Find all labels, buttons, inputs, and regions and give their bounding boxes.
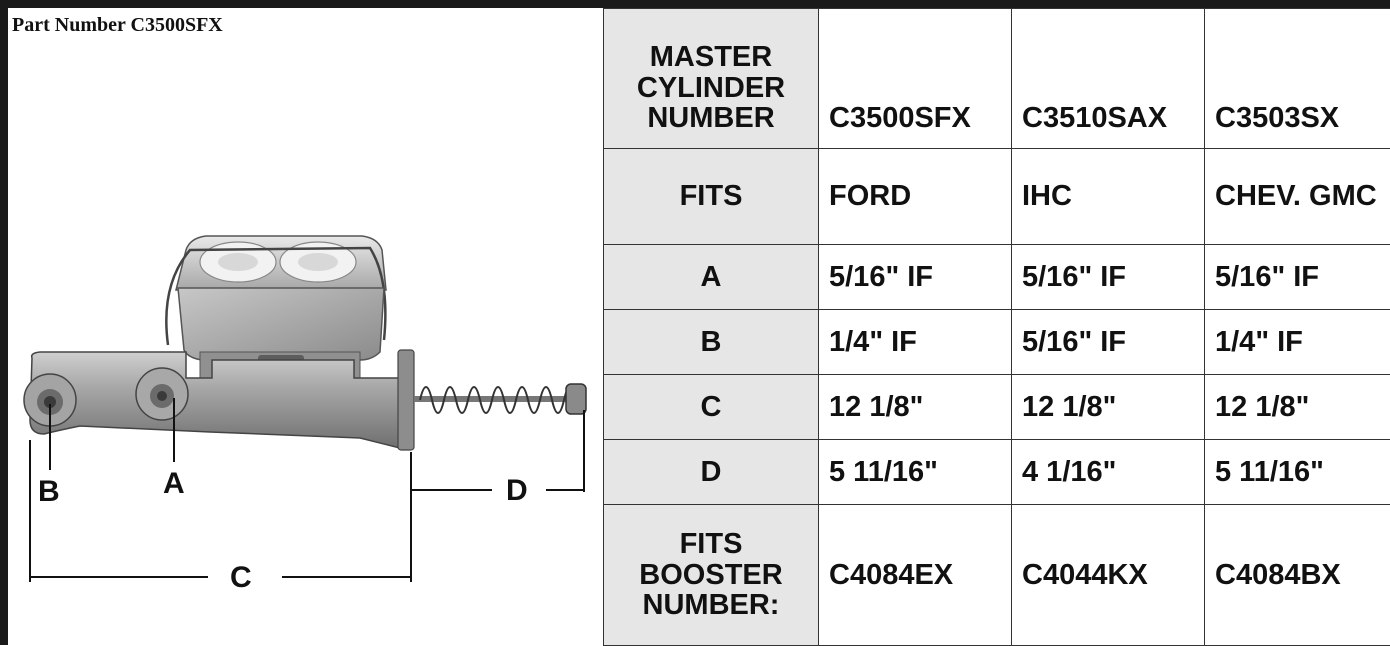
table-cell: 12 1/8" bbox=[819, 375, 1012, 440]
dimension-label-c: C bbox=[230, 563, 252, 593]
table-cell: C3503SX bbox=[1205, 9, 1390, 149]
master-cylinder-photo bbox=[24, 236, 586, 450]
specification-table: MASTER CYLINDER NUMBER C3500SFX C3510SAX… bbox=[603, 8, 1390, 646]
table-cell: C4044KX bbox=[1012, 505, 1205, 646]
row-label: A bbox=[604, 245, 819, 310]
table-cell: 5/16" IF bbox=[1205, 245, 1390, 310]
table-cell: 5/16" IF bbox=[1012, 245, 1205, 310]
table-row-fits: FITS FORD IHC CHEV. GMC bbox=[604, 149, 1390, 245]
dimension-label-a: A bbox=[163, 469, 185, 499]
table-row-b: B 1/4" IF 5/16" IF 1/4" IF bbox=[604, 310, 1390, 375]
row-label: MASTER CYLINDER NUMBER bbox=[604, 9, 819, 149]
master-cylinder-diagram: B A C D bbox=[0, 0, 600, 645]
table-cell: CHEV. GMC bbox=[1205, 149, 1390, 245]
table-row-a: A 5/16" IF 5/16" IF 5/16" IF bbox=[604, 245, 1390, 310]
row-label: D bbox=[604, 440, 819, 505]
table-cell: IHC bbox=[1012, 149, 1205, 245]
table-cell: C3500SFX bbox=[819, 9, 1012, 149]
table-cell: 1/4" IF bbox=[1205, 310, 1390, 375]
table-cell: C4084EX bbox=[819, 505, 1012, 646]
dimension-label-b: B bbox=[38, 477, 60, 507]
table-row-master-cylinder-number: MASTER CYLINDER NUMBER C3500SFX C3510SAX… bbox=[604, 9, 1390, 149]
table-cell: C3510SAX bbox=[1012, 9, 1205, 149]
table-cell: 5 11/16" bbox=[819, 440, 1012, 505]
table-cell: 1/4" IF bbox=[819, 310, 1012, 375]
dimension-label-d: D bbox=[506, 476, 528, 506]
row-label: B bbox=[604, 310, 819, 375]
table-cell: 12 1/8" bbox=[1205, 375, 1390, 440]
table-row-c: C 12 1/8" 12 1/8" 12 1/8" bbox=[604, 375, 1390, 440]
table-cell: 4 1/16" bbox=[1012, 440, 1205, 505]
table-cell: 12 1/8" bbox=[1012, 375, 1205, 440]
table-row-d: D 5 11/16" 4 1/16" 5 11/16" bbox=[604, 440, 1390, 505]
table-cell: 5/16" IF bbox=[1012, 310, 1205, 375]
table-cell: FORD bbox=[819, 149, 1012, 245]
table-cell: C4084BX bbox=[1205, 505, 1390, 646]
table-row-fits-booster-number: FITS BOOSTER NUMBER: C4084EX C4044KX C40… bbox=[604, 505, 1390, 646]
table-cell: 5 11/16" bbox=[1205, 440, 1390, 505]
row-label: FITS BOOSTER NUMBER: bbox=[604, 505, 819, 646]
table-cell: 5/16" IF bbox=[819, 245, 1012, 310]
row-label: C bbox=[604, 375, 819, 440]
row-label: FITS bbox=[604, 149, 819, 245]
